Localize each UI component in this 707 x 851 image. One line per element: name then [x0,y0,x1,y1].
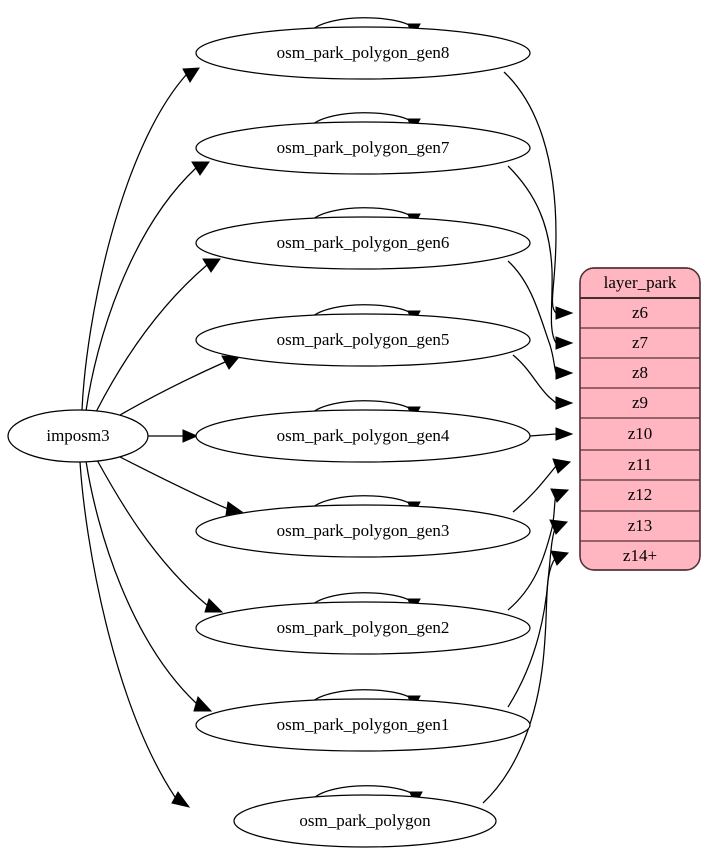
node-ellipse-gen2[interactable] [195,601,531,655]
table-row-z11[interactable]: z11 [580,455,700,481]
table-row-z10[interactable]: z10 [580,424,700,451]
node-label-gen7: osm_park_polygon_gen7 [277,138,450,157]
table-row-label-z8: z8 [632,363,648,382]
node-imposm3[interactable]: imposm3 [7,409,149,463]
arrow-head-z8 [555,366,574,380]
edge-imposm3-to-gen2 [96,459,209,607]
arrow-head-gen5 [221,355,241,370]
node-label-gen4: osm_park_polygon_gen4 [277,426,450,445]
arrow-head-osm-park-polygon [171,791,191,808]
node-ellipse-gen6[interactable] [195,216,531,270]
node-osm-park-polygon-gen4[interactable]: osm_park_polygon_gen4 [195,409,531,463]
table-row-label-z13: z13 [628,516,653,535]
arrow-head-gen1 [193,696,213,712]
edges-from-source [79,67,244,808]
node-osm-park-polygon-gen7[interactable]: osm_park_polygon_gen7 [195,121,531,175]
self-loop-gen2 [311,592,415,606]
table-row-label-z11: z11 [628,455,652,474]
arrow-head-z7 [555,336,574,350]
table-header-label: layer_park [604,273,677,292]
table-row-z7[interactable]: z7 [580,333,700,359]
edge-imposm3-to-gen3 [119,456,229,510]
edge-gen7-to-z7 [507,165,557,344]
edge-osm-park-polygon-to-z14 [482,556,557,804]
node-ellipse-gen8[interactable] [195,26,531,80]
table-row-label-z14plus: z14+ [623,546,657,565]
arrow-head-z9 [555,396,574,410]
arrow-head-gen8 [182,67,200,83]
node-ellipse-osm-park-polygon[interactable] [233,794,497,848]
node-osm-park-polygon-gen2[interactable]: osm_park_polygon_gen2 [195,601,531,655]
arrow-head-gen3 [225,501,244,516]
table-row-z12[interactable]: z12 [580,485,700,512]
node-label-imposm3: imposm3 [46,426,109,445]
node-osm-park-polygon-gen3[interactable]: osm_park_polygon_gen3 [195,504,531,558]
node-ellipse-imposm3[interactable] [7,409,149,463]
node-ellipse-gen1[interactable] [195,698,531,752]
node-osm-park-polygon-gen8[interactable]: osm_park_polygon_gen8 [195,26,531,80]
node-osm-park-polygon-gen6[interactable]: osm_park_polygon_gen6 [195,216,531,270]
node-osm-park-polygon-gen1[interactable]: osm_park_polygon_gen1 [195,698,531,752]
node-label-gen6: osm_park_polygon_gen6 [277,233,450,252]
edge-gen8-to-z6 [503,71,557,314]
edge-imposm3-to-gen8 [81,74,187,411]
node-osm-park-polygon-gen5[interactable]: osm_park_polygon_gen5 [195,313,531,367]
node-label-osm-park-polygon: osm_park_polygon [299,811,431,830]
edge-gen6-to-z8 [507,260,557,374]
self-loop-gen1 [311,689,415,703]
node-label-gen8: osm_park_polygon_gen8 [277,43,450,62]
arrow-head-z6 [555,306,574,320]
table-row-z6[interactable]: z6 [580,303,700,329]
arrow-head-gen4 [182,429,199,443]
table-outline [579,267,701,571]
table-row-z9[interactable]: z9 [580,393,700,419]
table-header-row: layer_park [580,273,700,299]
edge-imposm3-to-gen6 [95,264,208,413]
edge-gen5-to-z9 [512,354,557,404]
table-row-label-z6: z6 [632,303,648,322]
node-ellipse-gen3[interactable] [195,504,531,558]
layer-park-table[interactable]: layer_park z6 z7 z8 z9 z10 [579,267,701,571]
table-row-label-z12: z12 [628,485,653,504]
table-row-z14plus[interactable]: z14+ [623,546,657,565]
self-loop-gen4 [311,400,415,414]
node-ellipse-gen7[interactable] [195,121,531,175]
edges-to-layer-table [482,71,574,804]
table-row-z13[interactable]: z13 [580,516,700,542]
arrow-head-z10 [555,427,574,441]
node-label-gen1: osm_park_polygon_gen1 [277,715,450,734]
self-loop-osm-park-polygon [313,785,417,799]
edge-gen3-to-z11 [512,465,557,513]
arrow-head-gen2 [204,598,224,613]
node-label-gen3: osm_park_polygon_gen3 [277,521,450,540]
edge-imposm3-to-osm-park-polygon [79,461,176,798]
edge-gen4-to-z10 [529,433,557,437]
self-loop-gen3 [311,495,415,509]
arrow-head-z13 [549,519,569,535]
edge-imposm3-to-gen1 [85,460,198,705]
table-row-label-z9: z9 [632,393,648,412]
self-loop-gen6 [311,207,415,221]
self-loop-gen8 [311,17,415,31]
node-label-gen5: osm_park_polygon_gen5 [277,330,450,349]
self-loop-gen7 [311,112,415,126]
table-row-z8[interactable]: z8 [580,363,700,389]
edge-gen2-to-z12 [507,494,557,611]
arrow-head-z11 [552,458,572,474]
self-loop-gen5 [311,304,415,318]
edge-imposm3-to-gen7 [85,167,197,412]
node-ellipse-gen5[interactable] [195,313,531,367]
table-row-label-z10: z10 [628,424,653,443]
node-ellipse-gen4[interactable] [195,409,531,463]
arrow-head-gen7 [191,161,210,176]
node-label-gen2: osm_park_polygon_gen2 [277,618,450,637]
arrow-head-z12 [550,488,570,503]
edge-imposm3-to-gen5 [119,361,226,416]
node-osm-park-polygon[interactable]: osm_park_polygon [233,794,497,848]
arrow-head-z14 [550,550,570,566]
arrow-head-gen6 [202,258,221,273]
table-row-label-z7: z7 [632,333,649,352]
